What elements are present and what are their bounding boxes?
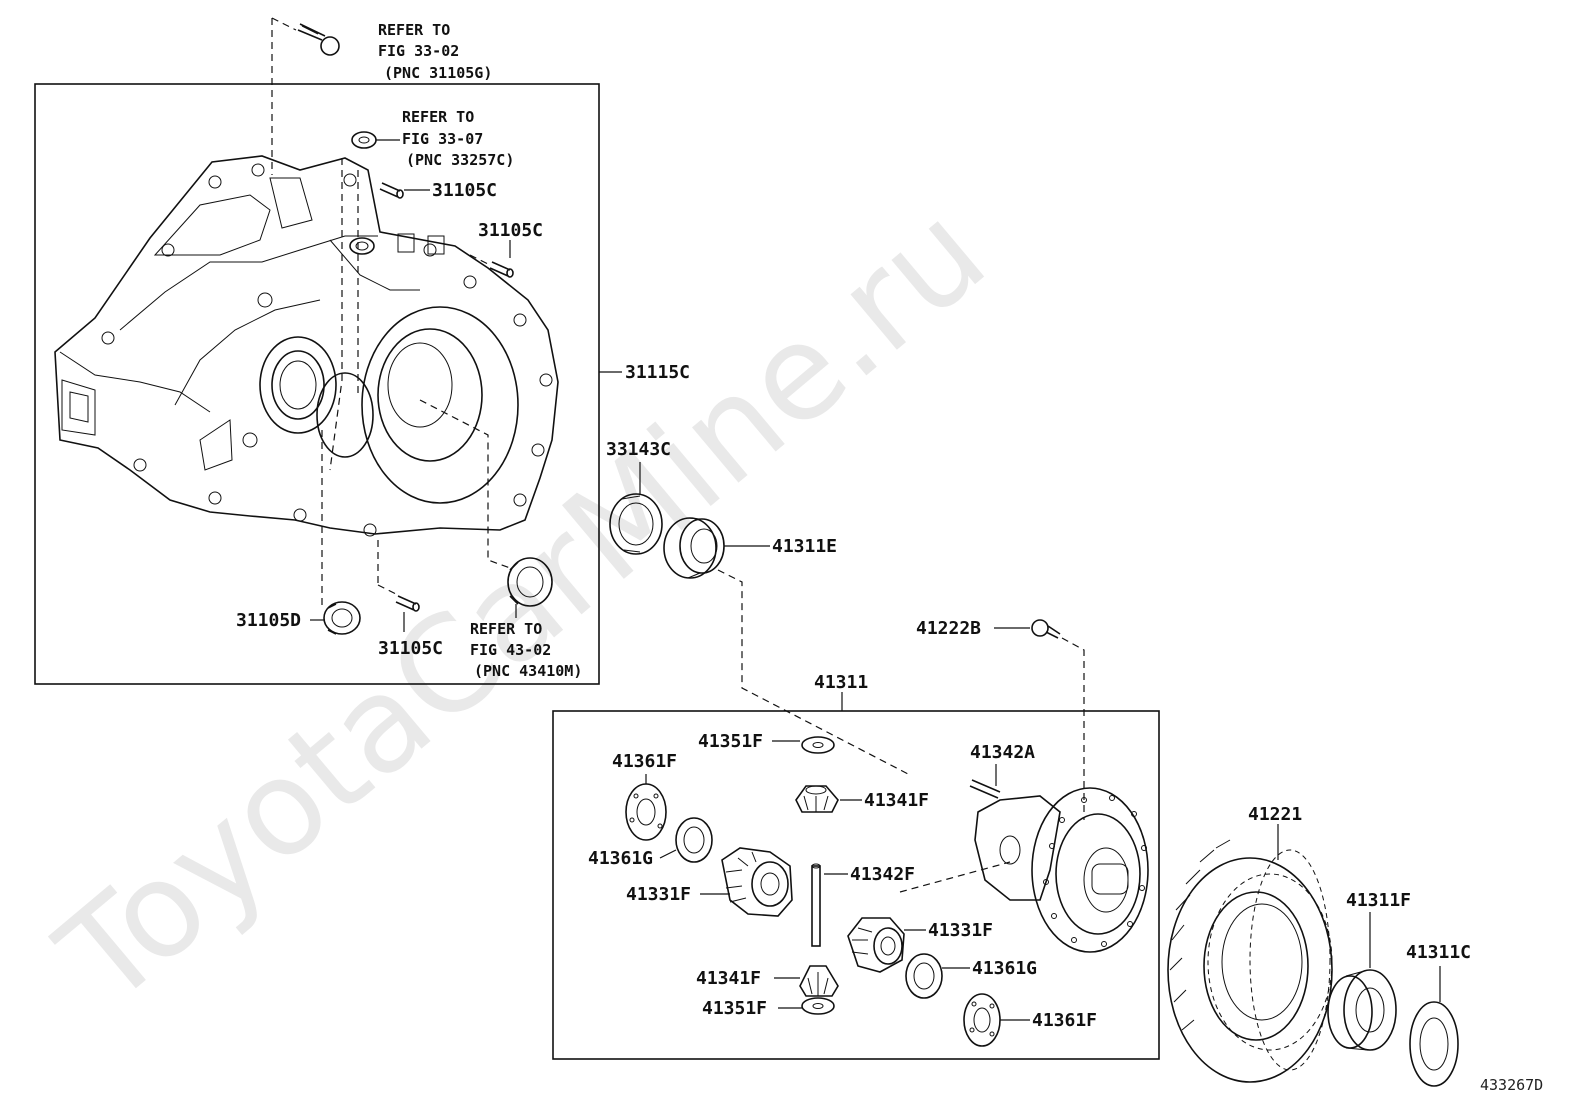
bearing-icon xyxy=(323,601,361,635)
label-41331f-right: 41331F xyxy=(928,920,993,941)
label-41351f-bottom: 41351F xyxy=(702,998,767,1019)
label-41361f-right: 41361F xyxy=(1032,1010,1097,1031)
label-41361g-left: 41361G xyxy=(588,848,653,869)
label-41311e: 41311E xyxy=(772,536,837,557)
dowel-pin-icon xyxy=(395,595,420,612)
label-31105c-right: 31105C xyxy=(478,220,543,241)
bearing-41311f-icon xyxy=(1327,969,1397,1051)
thrust-washer-icon xyxy=(905,953,943,999)
label-41221: 41221 xyxy=(1248,804,1302,825)
differential-group-box xyxy=(552,710,1160,1060)
pin-icon xyxy=(969,779,1001,799)
refer-fig-43-02: REFER TO FIG 43-02 (PNC 43410M) xyxy=(470,620,582,680)
thrust-washer-icon xyxy=(625,783,667,841)
label-31115c: 31115C xyxy=(625,362,690,383)
pinion-gear-icon xyxy=(799,965,839,997)
label-33143c: 33143C xyxy=(606,439,671,460)
dowel-pin-icon xyxy=(489,261,514,278)
pinion-gear-icon xyxy=(795,785,839,813)
label-41341f-bottom: 41341F xyxy=(696,968,761,989)
side-gear-icon xyxy=(847,917,905,973)
label-31105d: 31105D xyxy=(236,610,301,631)
ring-gear-icon xyxy=(1167,839,1333,1083)
thrust-washer-icon xyxy=(675,817,713,863)
bolt-41222b-icon xyxy=(1031,619,1061,639)
figure-code: 433267D xyxy=(1480,1076,1543,1094)
label-41222b: 41222B xyxy=(916,618,981,639)
label-41331f-left: 41331F xyxy=(626,884,691,905)
label-31105c-bottom: 31105C xyxy=(378,638,443,659)
side-gear-icon xyxy=(721,847,793,917)
thrust-washer-icon xyxy=(963,993,1001,1047)
thrust-washer-icon xyxy=(801,736,835,754)
pinion-shaft-icon xyxy=(811,863,821,947)
label-41341f-top: 41341F xyxy=(864,790,929,811)
label-31105c-top: 31105C xyxy=(432,180,497,201)
label-41342a: 41342A xyxy=(970,742,1035,763)
transaxle-case-drawing xyxy=(54,155,559,537)
differential-case-icon xyxy=(974,787,1149,953)
thrust-washer-icon xyxy=(801,997,835,1015)
label-41361g-right: 41361G xyxy=(972,958,1037,979)
bolt-icon xyxy=(297,23,340,56)
refer-fig-33-02: REFER TO FIG 33-02 (PNC 31105G) xyxy=(378,21,492,82)
oil-seal-icon xyxy=(507,557,553,607)
washer-icon xyxy=(351,131,377,149)
label-41311c: 41311C xyxy=(1406,942,1471,963)
label-41351f-top: 41351F xyxy=(698,731,763,752)
seal-33143c-icon xyxy=(609,493,663,555)
bearing-race-icon xyxy=(1409,1001,1459,1087)
label-41311f: 41311F xyxy=(1346,890,1411,911)
case-group-box xyxy=(34,83,600,685)
label-41342f: 41342F xyxy=(850,864,915,885)
dowel-pin-icon xyxy=(379,182,404,199)
label-41361f-left: 41361F xyxy=(612,751,677,772)
label-41311: 41311 xyxy=(814,672,868,693)
refer-fig-33-07: REFER TO FIG 33-07 (PNC 33257C) xyxy=(402,108,514,169)
